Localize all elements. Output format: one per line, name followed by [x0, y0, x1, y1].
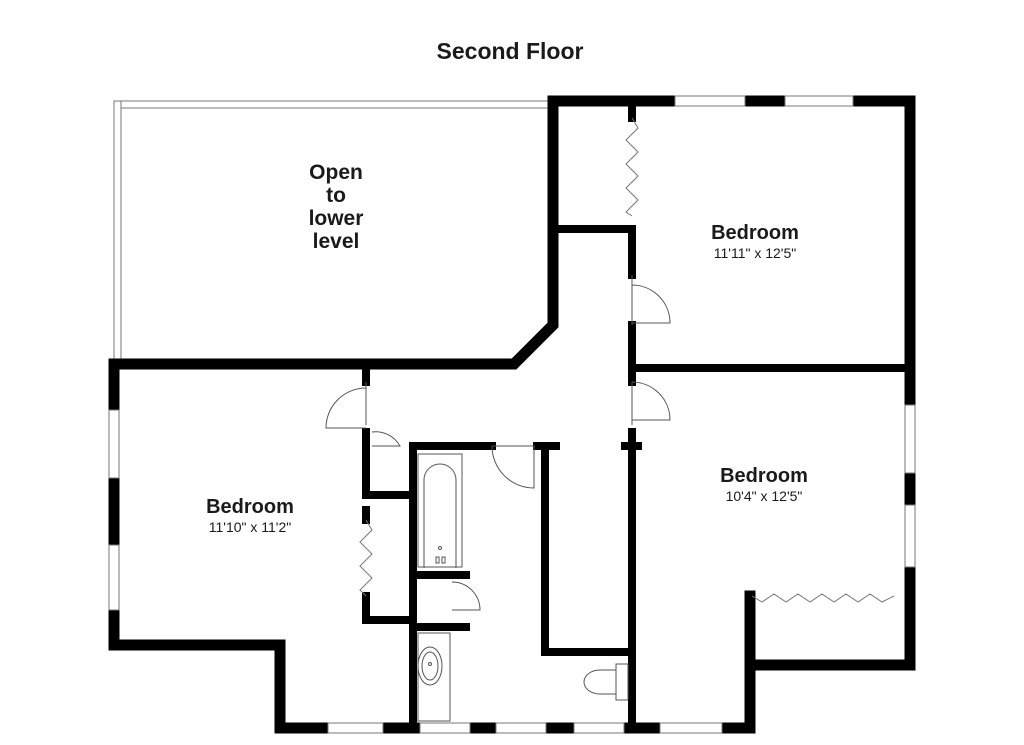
room-name: Bedroom	[206, 496, 294, 518]
room-label-left: Bedroom 11'10" x 11'2"	[206, 496, 294, 535]
room-dimensions: 11'10" x 11'2"	[209, 519, 292, 535]
room-label-upper-right: Bedroom 11'11" x 12'5"	[711, 222, 799, 261]
toilet-icon	[583, 663, 629, 701]
room-label-lower-right: Bedroom 10'4" x 12'5"	[720, 465, 808, 504]
room-dimensions: 11'11" x 12'5"	[714, 245, 797, 261]
windows	[108, 95, 916, 734]
exterior-walls	[108, 95, 916, 734]
closet-bifold-doors	[359, 117, 895, 603]
plan-title: Second Floor	[437, 38, 584, 64]
open-area-line4: level	[313, 230, 360, 253]
open-area-line2: to	[326, 184, 346, 207]
interior-walls	[362, 104, 914, 732]
room-dimensions: 10'4" x 12'5"	[726, 488, 803, 504]
doors	[325, 275, 671, 611]
bathroom-fixtures	[417, 453, 629, 722]
open-area-line1: Open	[309, 161, 363, 184]
room-name: Bedroom	[711, 222, 799, 244]
open-area-label: Open to lower level	[309, 161, 364, 253]
open-area-line3: lower	[309, 207, 364, 230]
bathtub-icon	[417, 453, 463, 568]
room-name: Bedroom	[720, 465, 808, 487]
sink-icon	[417, 646, 443, 686]
